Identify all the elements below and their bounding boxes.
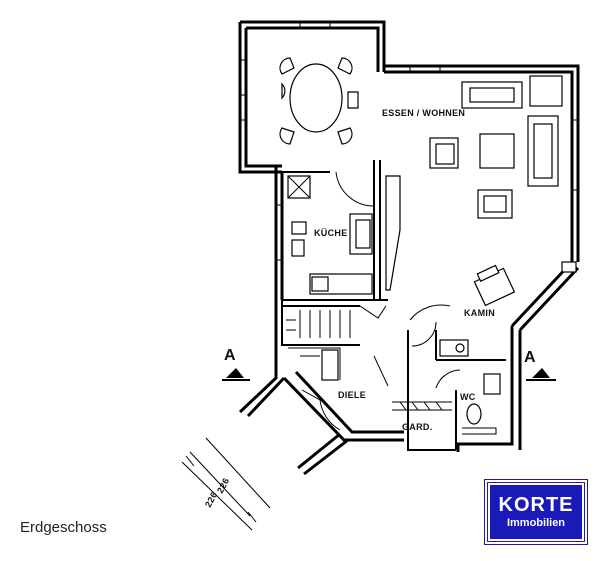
company-logo: KORTE Immobilien bbox=[484, 479, 588, 545]
section-label-right: A bbox=[524, 349, 536, 366]
logo-subtitle: Immobilien bbox=[506, 517, 566, 529]
logo-panel: KORTE Immobilien bbox=[487, 482, 585, 542]
furniture bbox=[279, 57, 563, 435]
room-label-hall: DIELE bbox=[338, 390, 366, 400]
room-label-wardrobe: GARD. bbox=[402, 422, 433, 432]
room-label-wc: WC bbox=[460, 392, 476, 402]
dimension-lines: 226 226 bbox=[181, 437, 271, 531]
dimension-outer: 226 bbox=[215, 476, 231, 495]
room-label-fireplace: KAMIN bbox=[464, 308, 495, 318]
walls bbox=[238, 20, 580, 476]
logo-title: KORTE bbox=[498, 494, 574, 516]
room-label-kitchen: KÜCHE bbox=[314, 228, 348, 238]
doors bbox=[301, 171, 461, 431]
room-label-living: ESSEN / WOHNEN bbox=[382, 108, 465, 118]
floor-caption: Erdgeschoss bbox=[20, 519, 107, 536]
section-label-left: A bbox=[224, 347, 236, 364]
section-mark-left: A bbox=[222, 347, 250, 381]
dimension-inner: 226 bbox=[203, 490, 219, 509]
section-mark-right: A bbox=[524, 349, 556, 381]
